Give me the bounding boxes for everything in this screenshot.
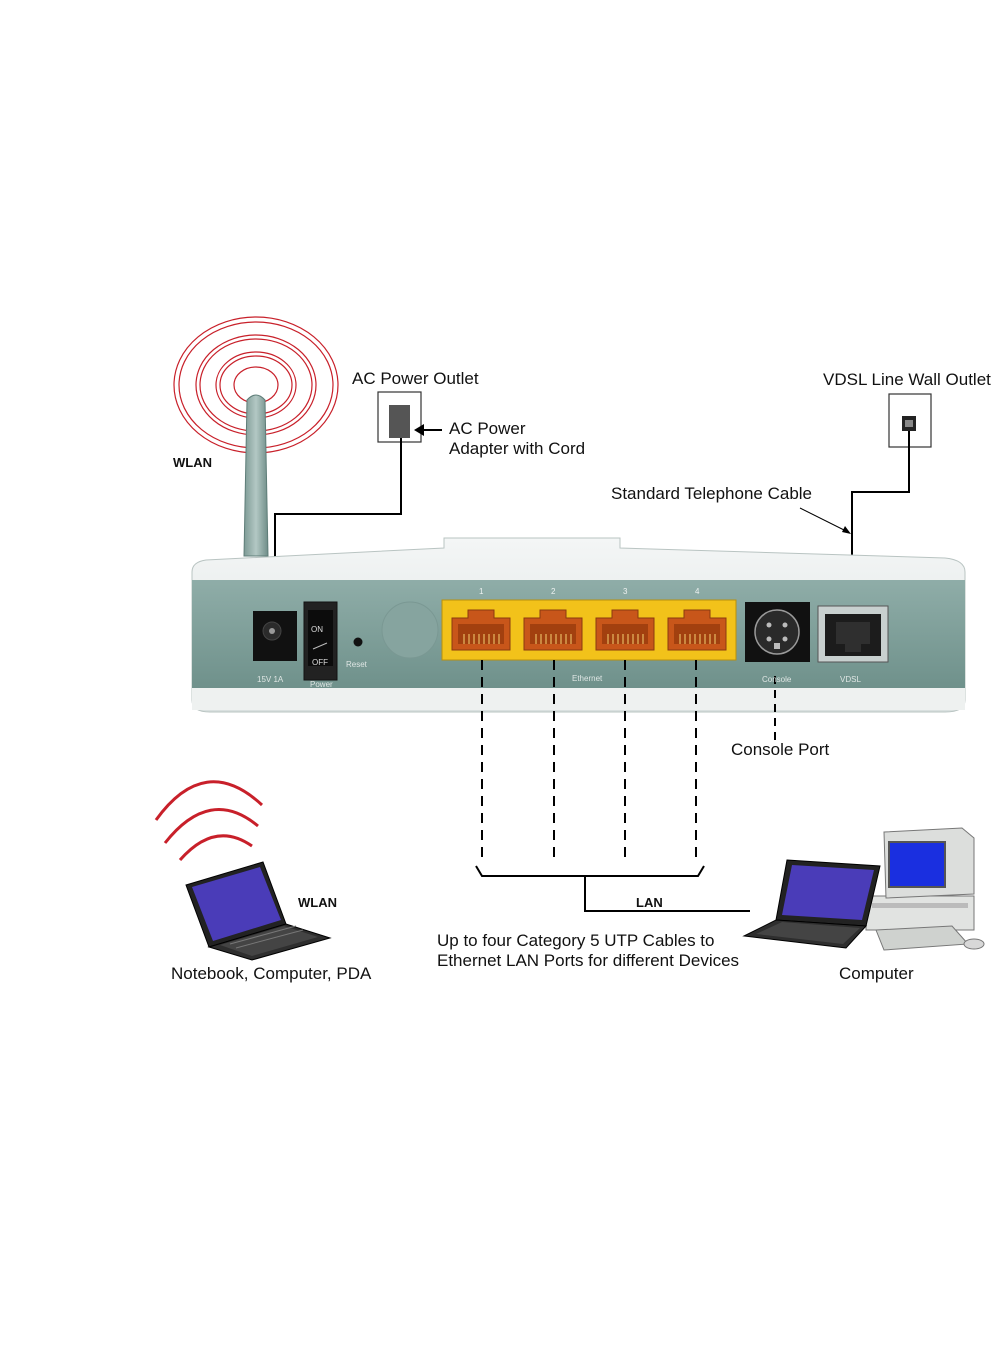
- lan-bracket: [476, 866, 750, 911]
- ac-power-adapter-label-line1: AC Power: [449, 419, 585, 439]
- power-label: Power: [310, 680, 333, 689]
- lan-label: LAN: [636, 895, 663, 910]
- dc-power-jack: [253, 611, 297, 661]
- dc-in-label: 15V 1A: [257, 675, 283, 684]
- ethernet-port-4: [664, 604, 730, 658]
- cables-label: Up to four Category 5 UTP Cables to Ethe…: [437, 931, 739, 971]
- ac-power-outlet: [378, 392, 421, 442]
- cables-label-line1: Up to four Category 5 UTP Cables to: [437, 931, 739, 951]
- console-port-label: Console Port: [731, 740, 829, 760]
- ethernet-port-number-2: 2: [551, 587, 555, 596]
- console-label: Console: [762, 675, 791, 684]
- notebook-illustration: [186, 862, 330, 960]
- power-switch: [304, 602, 337, 680]
- vdsl-label: VDSL: [840, 675, 861, 684]
- ethernet-port-number-1: 1: [479, 587, 483, 596]
- wlan-bottom-label: WLAN: [298, 895, 337, 910]
- ethernet-port-1: [448, 604, 514, 658]
- ethernet-port-3: [592, 604, 658, 658]
- ethernet-port-number-3: 3: [623, 587, 627, 596]
- switch-off-label: OFF: [312, 658, 328, 667]
- vdsl-port: [818, 606, 888, 662]
- notebook-wlan-waves: [156, 782, 262, 860]
- ac-power-adapter-label-line2: Adapter with Cord: [449, 439, 585, 459]
- ethernet-port-2: [520, 604, 586, 658]
- cables-label-line2: Ethernet LAN Ports for different Devices: [437, 951, 739, 971]
- ac-power-outlet-label: AC Power Outlet: [352, 369, 479, 389]
- wlan-top-label: WLAN: [173, 455, 212, 470]
- reset-hole: [354, 638, 363, 647]
- ethernet-label: Ethernet: [572, 674, 602, 683]
- reset-label: Reset: [346, 660, 367, 669]
- switch-on-label: ON: [311, 625, 323, 634]
- ethernet-port-number-4: 4: [695, 587, 699, 596]
- standard-telephone-cable-label: Standard Telephone Cable: [611, 484, 812, 504]
- ac-power-adapter-label: AC Power Adapter with Cord: [449, 419, 585, 459]
- computer-illustration: [744, 828, 984, 950]
- console-port: [745, 602, 810, 662]
- telephone-cable-pointer: [800, 508, 851, 534]
- antenna: [244, 395, 268, 556]
- notebook-label: Notebook, Computer, PDA: [171, 964, 371, 984]
- vdsl-wall-outlet-label: VDSL Line Wall Outlet: [823, 370, 991, 390]
- computer-label: Computer: [839, 964, 914, 984]
